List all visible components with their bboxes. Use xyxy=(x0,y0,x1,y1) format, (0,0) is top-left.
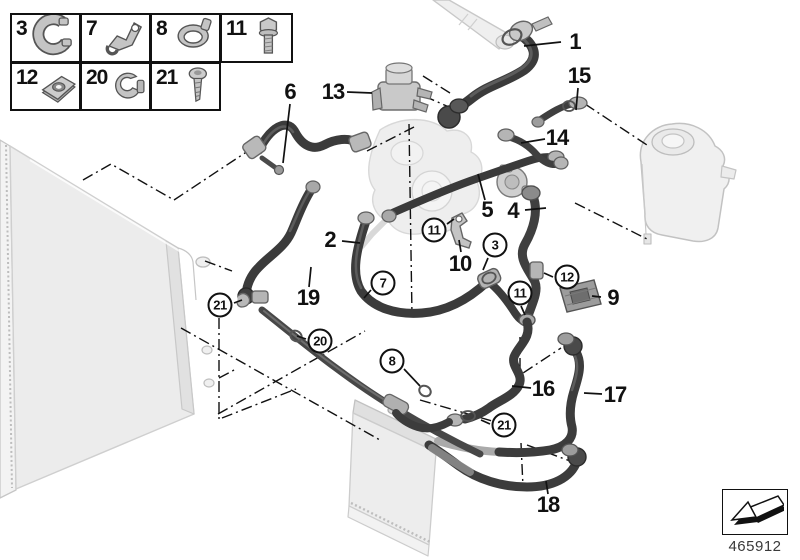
callout-hardware-12[interactable]: 12 xyxy=(554,264,580,290)
callout-hardware-11[interactable]: 11 xyxy=(421,217,447,243)
callout-part-14[interactable]: 14 xyxy=(545,125,570,150)
callout-part-5[interactable]: 5 xyxy=(481,197,493,222)
direction-arrow-box xyxy=(722,489,788,535)
legend-cell-8[interactable]: 8 xyxy=(150,13,221,63)
pan-head-screw-icon xyxy=(188,67,208,103)
hose-16 xyxy=(392,317,533,433)
expansion-tank xyxy=(639,122,737,245)
legend-label: 11 xyxy=(226,17,247,40)
bracket-10 xyxy=(450,212,472,249)
leader-lines xyxy=(233,41,603,495)
callout-part-6[interactable]: 6 xyxy=(284,79,296,104)
callout-part-19[interactable]: 19 xyxy=(296,285,321,310)
hose-18 xyxy=(424,440,587,492)
legend-label: 12 xyxy=(16,66,38,89)
hex-bolt-icon xyxy=(259,17,279,54)
callout-part-4[interactable]: 4 xyxy=(507,198,519,223)
clip-21 xyxy=(236,292,251,308)
callout-part-1[interactable]: 1 xyxy=(569,29,581,54)
legend-cell-11[interactable]: 11 xyxy=(220,13,293,63)
radiator xyxy=(0,139,215,499)
hose-clamp-icon xyxy=(177,17,212,48)
callout-hardware-8[interactable]: 8 xyxy=(379,348,405,374)
auxiliary-radiator xyxy=(347,399,439,557)
hose-2 xyxy=(351,211,492,318)
legend-label: 7 xyxy=(86,17,98,40)
bracket-clip-icon xyxy=(105,22,142,56)
pipe-20 xyxy=(258,306,484,458)
hose-14 xyxy=(497,128,569,170)
hose-6 xyxy=(242,120,372,176)
hose-1 xyxy=(437,16,553,129)
cage-nut-icon xyxy=(41,75,77,103)
callout-part-13[interactable]: 13 xyxy=(321,79,346,104)
callout-part-18[interactable]: 18 xyxy=(536,492,561,517)
coolant-valve-13 xyxy=(371,62,433,113)
callout-part-17[interactable]: 17 xyxy=(603,382,628,407)
legend-cell-12[interactable]: 12 xyxy=(10,62,81,111)
direction-arrow-icon xyxy=(730,495,784,525)
callout-part-2[interactable]: 2 xyxy=(324,227,336,252)
callout-part-16[interactable]: 16 xyxy=(531,376,556,401)
hose-15 xyxy=(531,96,588,128)
callout-part-10[interactable]: 10 xyxy=(448,251,473,276)
callout-hardware-3[interactable]: 3 xyxy=(482,232,508,258)
hose-17 xyxy=(494,332,584,458)
callout-part-15[interactable]: 15 xyxy=(567,63,592,88)
legend-label: 20 xyxy=(86,66,108,89)
callout-hardware-21[interactable]: 21 xyxy=(491,412,517,438)
legend-cell-21[interactable]: 21 xyxy=(150,62,221,111)
legend-label: 21 xyxy=(156,66,178,89)
drawing-number: 465912 xyxy=(728,538,782,555)
legend-cell-20[interactable]: 20 xyxy=(80,62,151,111)
legend-label: 8 xyxy=(156,17,168,40)
callout-part-9[interactable]: 9 xyxy=(607,285,619,310)
callout-hardware-11[interactable]: 11 xyxy=(507,280,533,306)
callout-hardware-20[interactable]: 20 xyxy=(307,328,333,354)
hose-clip-icon xyxy=(115,72,145,99)
hose-4 xyxy=(517,185,544,324)
callout-hardware-21[interactable]: 21 xyxy=(207,292,233,318)
hoses xyxy=(237,16,588,492)
quick-release-clamp-icon xyxy=(32,15,72,56)
legend-label: 3 xyxy=(16,17,28,40)
callout-hardware-7[interactable]: 7 xyxy=(370,270,396,296)
